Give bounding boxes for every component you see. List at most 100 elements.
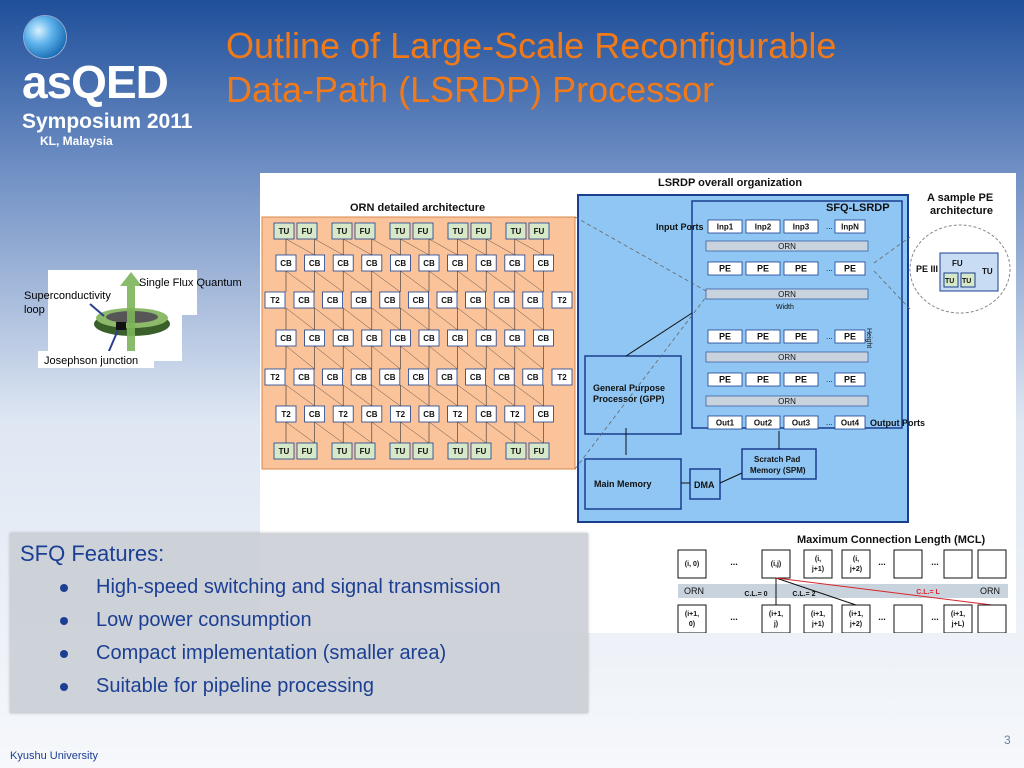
orn-cb-label: CB: [452, 259, 464, 268]
mcl-text: (i,: [815, 556, 821, 563]
orn-link: [285, 270, 315, 293]
orn-bar-label: ORN: [778, 290, 796, 299]
orn-cb-label: CB: [366, 259, 378, 268]
orn-bar: [705, 240, 869, 252]
orn-cb-box: [493, 368, 515, 386]
orn-bar-label: ORN: [778, 353, 796, 362]
orn-bar-label: ORN: [778, 397, 796, 406]
orn-link: [514, 270, 544, 293]
mcl-text: ...: [730, 612, 738, 622]
orn-link: [400, 270, 430, 293]
mcl-orn-right: ORN: [980, 586, 1000, 596]
pe-box: [707, 372, 743, 387]
mcl-link: [775, 577, 857, 606]
orn-cb-label: CB: [395, 334, 407, 343]
orn-link: [314, 270, 344, 293]
output-ports-label: Output Ports: [870, 418, 925, 428]
mcl-text: C.L.= 2: [792, 591, 815, 598]
lsrdp-title: LSRDP overall organization: [658, 177, 802, 189]
mcl-text: (i+1,: [811, 611, 825, 618]
pe-label: PE: [719, 332, 731, 342]
pe-label: PE: [795, 332, 807, 342]
pe-box: [834, 372, 866, 387]
output-port-box: [707, 415, 743, 430]
mcl-text: (i,j): [771, 561, 782, 568]
orn-cb-box: [436, 291, 458, 309]
orn-cb-label: CB: [298, 296, 310, 305]
orn-t2-label: T2: [339, 410, 349, 419]
orn-link: [314, 238, 344, 256]
orn-cb-label: CB: [366, 334, 378, 343]
orn-link: [457, 345, 487, 370]
lsrdp-connectors: [625, 312, 780, 484]
input-port-label: Inp1: [717, 223, 734, 232]
orn-cb-label: CB: [480, 259, 492, 268]
spm-box: [741, 448, 817, 480]
mcl-text: j+1): [811, 621, 824, 628]
orn-tu-label: TU: [511, 447, 522, 456]
input-port-label: InpN: [841, 223, 859, 232]
orn-cb-label: CB: [470, 373, 482, 382]
sfq-lsrdp-label: SFQ-LSRDP: [826, 202, 890, 214]
orn-cb-box: [465, 368, 487, 386]
footer-institution: Kyushu University: [10, 750, 99, 762]
orn-link: [486, 238, 515, 256]
mcl-text: j+2): [849, 566, 862, 573]
orn-link: [514, 345, 544, 370]
orn-link: [400, 238, 430, 256]
pe-box: [783, 329, 819, 344]
mcl-cell: [841, 604, 871, 634]
mcl-orn-band: [678, 584, 1008, 598]
orn-fu-label: FU: [360, 447, 371, 456]
mcl-text: (i+1,: [685, 611, 699, 618]
orn-t2-label: T2: [270, 296, 280, 305]
orn-cb-label: CB: [337, 334, 349, 343]
orn-tu-label: TU: [453, 227, 464, 236]
pe-box: [745, 261, 781, 276]
mcl-text: (i,: [853, 556, 859, 563]
orn-cb-label: CB: [452, 334, 464, 343]
orn-cb-label: CB: [366, 410, 378, 419]
orn-cb-label: CB: [395, 259, 407, 268]
pe-label: PE: [844, 332, 856, 342]
orn-link: [428, 345, 458, 370]
orn-bar-label: ORN: [778, 242, 796, 251]
feature-item: Suitable for pipeline processing: [10, 672, 501, 705]
slide-title: Outline of Large-Scale Reconfigurable Da…: [226, 24, 836, 112]
orn-t2-label: T2: [270, 373, 280, 382]
input-port-label: Inp2: [755, 223, 772, 232]
orn-link: [486, 384, 515, 407]
title-line-2: Data-Path (LSRDP) Processor: [226, 69, 715, 110]
orn-fu-label: FU: [418, 447, 429, 456]
feature-item: High-speed switching and signal transmis…: [10, 573, 501, 606]
orn-bar: [705, 351, 869, 363]
orn-t2-box: [551, 291, 573, 309]
orn-title: ORN detailed architecture: [350, 202, 485, 214]
orn-fu-box: [354, 222, 376, 240]
orn-cb-label: CB: [298, 373, 310, 382]
mcl-text: ...: [931, 612, 939, 622]
mcl-text: (i+1,: [951, 611, 965, 618]
pe-tu-label-2: TU: [962, 278, 971, 285]
orn-cb-box: [379, 291, 401, 309]
orn-fu-box: [296, 442, 318, 460]
pe-tu-cell: [960, 272, 976, 288]
orn-fu-box: [528, 442, 550, 460]
orn-cb-label: CB: [527, 373, 539, 382]
spm-label-2: Memory (SPM): [750, 466, 806, 475]
orn-fu-label: FU: [302, 227, 313, 236]
orn-cb-label: CB: [384, 373, 396, 382]
output-port-label: Out1: [716, 419, 735, 428]
pe-label: PE: [795, 264, 807, 274]
orn-cb-label: CB: [480, 410, 492, 419]
orn-cb-label: CB: [423, 410, 435, 419]
orn-cb-label: CB: [309, 259, 321, 268]
width-label: Width: [776, 304, 794, 311]
orn-cb-label: CB: [355, 296, 367, 305]
orn-cb-box: [407, 291, 429, 309]
location-label: KL, Malaysia: [40, 134, 113, 148]
orn-tu-box: [505, 222, 527, 240]
pe-label: PE: [795, 375, 807, 385]
orn-cb-label: CB: [509, 259, 521, 268]
conference-logo: asQED Symposium 2011: [10, 14, 200, 144]
